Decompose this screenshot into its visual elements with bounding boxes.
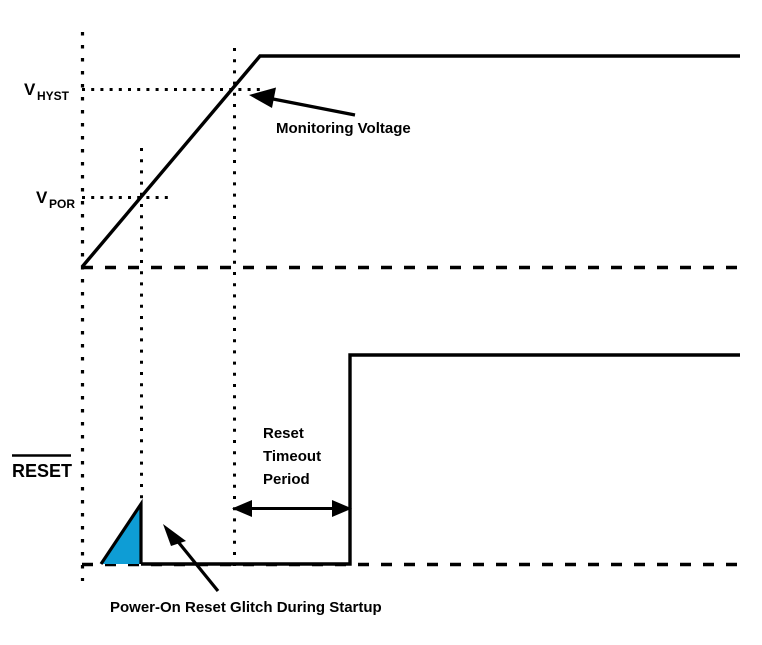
label-vpor-subscript: POR xyxy=(49,197,75,211)
power-on-glitch-leader-line xyxy=(173,536,220,593)
label-reset-signal-text: RESET xyxy=(12,461,72,481)
reset-timeout-arrowhead-left xyxy=(232,500,252,517)
annotation-reset-timeout-line1: Reset xyxy=(263,425,304,442)
reset-timeout-arrowhead-right xyxy=(332,500,352,517)
annotation-reset-timeout-line3: Period xyxy=(263,471,310,488)
label-vpor: V POR xyxy=(36,188,75,211)
monitoring-voltage-leader-line xyxy=(267,96,356,117)
monitoring-voltage-arrowhead xyxy=(249,87,276,108)
waveform-monitoring-voltage xyxy=(80,54,740,269)
label-vpor-base: V xyxy=(36,188,48,207)
label-vhyst-base: V xyxy=(24,80,36,99)
power-on-glitch-arrowhead xyxy=(163,524,186,546)
reset-timeout-measure-arrow xyxy=(232,500,352,517)
power-on-glitch-callout xyxy=(163,524,220,593)
waveform-reset xyxy=(141,353,740,566)
monitoring-voltage-callout xyxy=(249,87,356,117)
annotation-reset-timeout-period: Reset Timeout Period xyxy=(263,425,321,488)
annotation-reset-timeout-line2: Timeout xyxy=(263,448,321,465)
label-vhyst-subscript: HYST xyxy=(37,89,70,103)
label-reset-signal: RESET xyxy=(12,454,72,481)
power-on-reset-glitch-outline xyxy=(99,498,143,565)
annotation-monitoring-voltage: Monitoring Voltage xyxy=(276,120,411,137)
label-vhyst: V HYST xyxy=(24,80,70,103)
annotation-power-on-glitch: Power-On Reset Glitch During Startup xyxy=(110,599,382,616)
